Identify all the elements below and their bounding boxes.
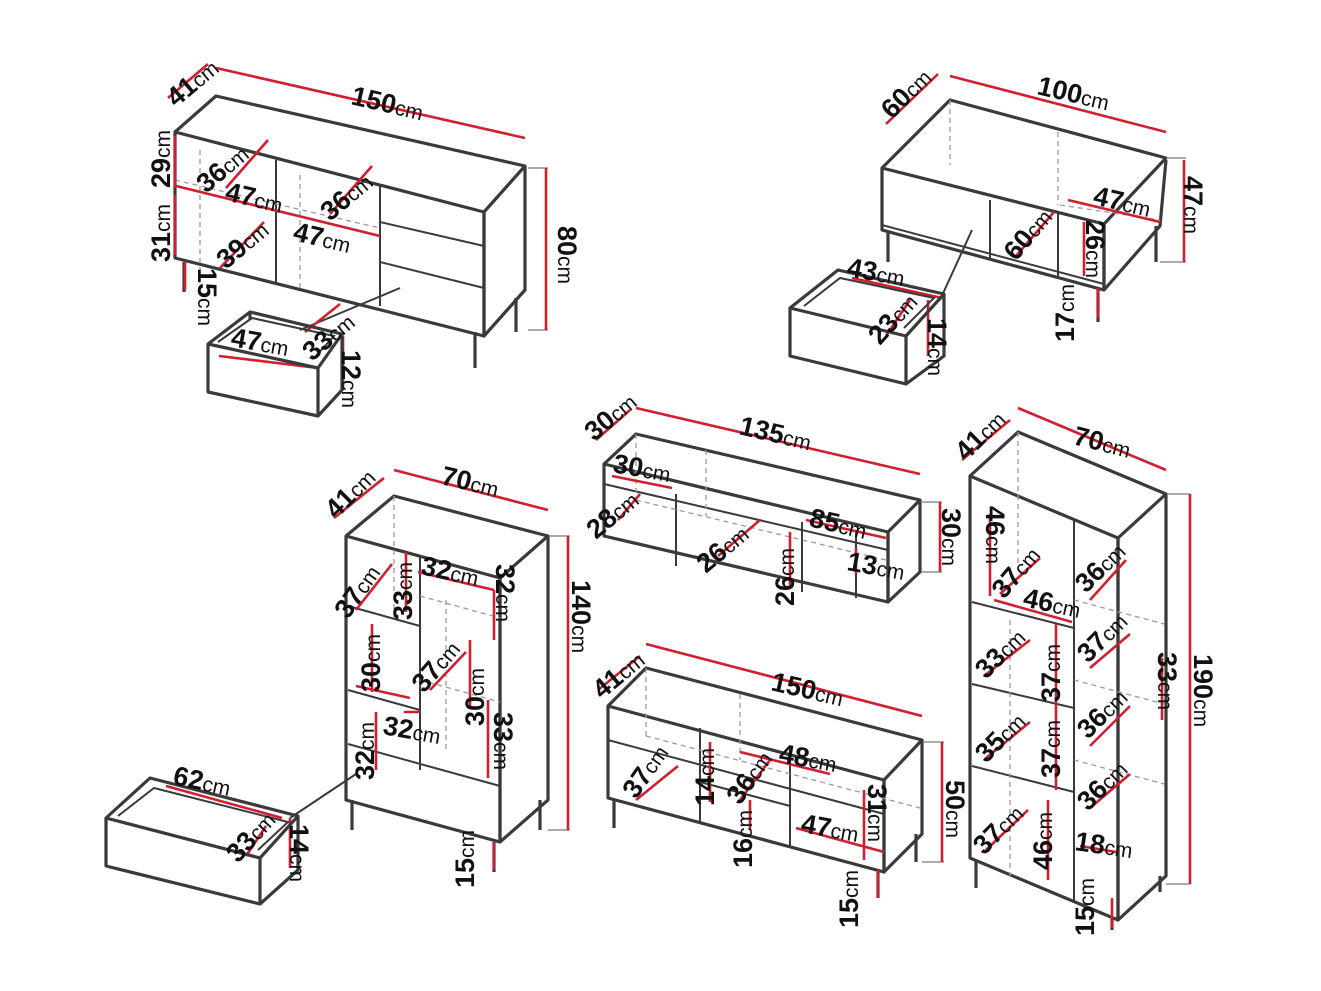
highboard-leg-height: 15cm bbox=[450, 830, 480, 888]
highboard-drawer-height: 14cm bbox=[284, 824, 314, 882]
highboard-lower-left-height: 32cm bbox=[350, 722, 380, 780]
wall-shelf-width-label: 135cm bbox=[737, 411, 815, 457]
dimension-labels: 150cm 41cm 80cm 29cm 31cm 15cm 36cm 47cm… bbox=[146, 52, 1218, 936]
sideboard-drawer-height: 12cm bbox=[336, 350, 366, 408]
coffee-table-drawer-width: 43cm bbox=[845, 252, 907, 292]
wall-shelf bbox=[595, 406, 942, 604]
tv-stand-center-bottom: 16cm bbox=[728, 810, 758, 868]
sideboard-bottom-shelf-height: 31cm bbox=[146, 204, 176, 262]
tall-cabinet-top-left-height: 46cm bbox=[980, 506, 1010, 564]
tall-cabinet-bottom-height: 46cm bbox=[1028, 812, 1058, 870]
coffee-table-leg-height: 17cm bbox=[1050, 284, 1080, 342]
highboard-right-height: 30cm bbox=[460, 668, 490, 726]
tall-cabinet-bottom-depth: 37cm bbox=[967, 798, 1029, 860]
tall-cabinet-right-depth-4: 36cm bbox=[1071, 754, 1133, 816]
coffee-table bbox=[788, 73, 1186, 386]
coffee-table-drawer-height: 14cm bbox=[922, 318, 952, 376]
coffee-table-depth-label: 60cm bbox=[875, 62, 937, 124]
highboard-lower-width: 32cm bbox=[381, 710, 443, 750]
wall-shelf-inner-height: 26cm bbox=[770, 548, 800, 606]
wall-shelf-height-label: 30cm bbox=[936, 508, 966, 566]
tv-stand-left-depth: 37cm bbox=[616, 739, 674, 804]
sideboard-drawer-width: 47cm bbox=[229, 322, 291, 362]
sideboard-shelf-width-middle: 47cm bbox=[291, 217, 354, 259]
tall-cabinet-mid-depth-1: 33cm bbox=[969, 622, 1031, 684]
sideboard-shelf-depth-lower: 39cm bbox=[211, 214, 275, 274]
tall-cabinet-mid-height-1: 37cm bbox=[1036, 644, 1066, 702]
tall-cabinet bbox=[961, 406, 1192, 930]
sideboard-width-label: 150cm bbox=[349, 81, 427, 127]
highboard-glass-width: 32cm bbox=[419, 551, 482, 592]
wall-shelf-compartment-width: 30cm bbox=[611, 448, 673, 488]
tall-cabinet-mid-height-2: 37cm bbox=[1036, 720, 1066, 778]
sideboard-leg-height: 15cm bbox=[192, 268, 222, 326]
tall-cabinet-shelf-width: 46cm bbox=[1021, 583, 1084, 624]
coffee-table-shelf-width: 47cm bbox=[1091, 181, 1154, 223]
wall-shelf-small-compartment-height: 13cm bbox=[845, 546, 907, 586]
highboard-lower-right-height: 33cm bbox=[488, 712, 518, 770]
highboard-width-label: 70cm bbox=[439, 461, 502, 503]
tv-stand-center-height: 14cm bbox=[690, 748, 720, 806]
tall-cabinet-height-label: 190cm bbox=[1188, 654, 1218, 727]
highboard-shelf-height: 33cm bbox=[388, 562, 418, 620]
tv-stand bbox=[597, 642, 944, 898]
highboard-glass-height: 32cm bbox=[490, 564, 520, 622]
coffee-table-shelf-height: 26cm bbox=[1080, 220, 1110, 278]
tall-cabinet-depth-label: 41cm bbox=[949, 404, 1011, 466]
tall-cabinet-right-height: 33cm bbox=[1152, 652, 1182, 710]
highboard bbox=[104, 468, 570, 906]
sideboard-height-label: 80cm bbox=[552, 226, 582, 284]
sideboard bbox=[167, 63, 548, 418]
tv-stand-top-width: 48cm bbox=[777, 738, 839, 778]
highboard-drawer-width: 62cm bbox=[171, 761, 234, 802]
coffee-table-width-label: 100cm bbox=[1035, 71, 1113, 117]
tall-cabinet-mid-depth-2: 35cm bbox=[969, 706, 1031, 768]
highboard-mid-height: 30cm bbox=[356, 634, 386, 692]
tall-cabinet-bottom-right: 18cm bbox=[1073, 826, 1135, 864]
tv-stand-drawer-width: 47cm bbox=[799, 808, 861, 848]
tv-stand-right-height: 31cm bbox=[862, 784, 892, 842]
sideboard-top-shelf-height: 29cm bbox=[146, 130, 176, 188]
highboard-mid-depth: 37cm bbox=[406, 634, 466, 698]
tv-stand-width-label: 150cm bbox=[769, 667, 847, 713]
tv-stand-height-label: 50cm bbox=[940, 780, 970, 838]
sideboard-depth-label: 41cm bbox=[161, 52, 225, 112]
tall-cabinet-leg-height: 15cm bbox=[1070, 878, 1100, 936]
tv-stand-leg-height: 15cm bbox=[834, 870, 864, 928]
wall-shelf-compartment-depth: 28cm bbox=[581, 484, 645, 544]
highboard-height-label: 140cm bbox=[566, 580, 596, 653]
coffee-table-height-label: 47cm bbox=[1178, 176, 1208, 234]
